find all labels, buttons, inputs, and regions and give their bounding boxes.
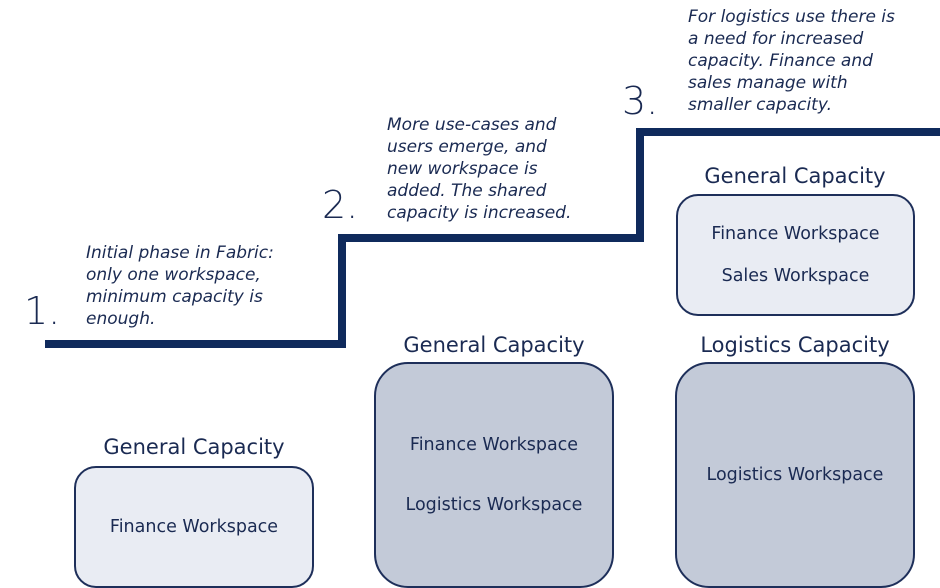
workspace-label: Finance Workspace — [409, 435, 579, 455]
step-3-note-line: For logistics use there is — [688, 7, 895, 27]
step-1-note-line: Initial phase in Fabric: — [86, 243, 274, 263]
capacity-box-general-2: Finance Workspace Logistics Workspace — [374, 362, 614, 588]
capacity-box-general-1: Finance Workspace — [74, 466, 314, 588]
capacity-title: General Capacity — [704, 164, 886, 188]
step-2-note-line: More use-cases and — [387, 115, 557, 135]
workspace-label: Logistics Workspace — [706, 465, 884, 485]
step-3-note-line: smaller capacity. — [688, 95, 832, 115]
step-number-2: 2. — [322, 183, 359, 227]
capacity-title: General Capacity — [103, 435, 285, 459]
step-1-note: Initial phase in Fabric: only one worksp… — [86, 242, 274, 330]
step-2-note-line: capacity is increased. — [387, 203, 572, 223]
capacity-title: General Capacity — [403, 333, 585, 357]
workspace-label: Finance Workspace — [711, 224, 880, 244]
step-3-note-line: capacity. Finance and — [688, 51, 873, 71]
capacity-title: Logistics Capacity — [700, 333, 890, 357]
step-3-note: For logistics use there is a need for in… — [688, 6, 895, 116]
step-1-note-line: enough. — [86, 309, 156, 329]
step-number-3: 3. — [622, 79, 659, 123]
workspace-label: Logistics Workspace — [405, 495, 583, 515]
capacity-box-logistics: Logistics Workspace — [675, 362, 915, 588]
step-3-note-line: sales manage with — [688, 73, 848, 93]
workspace-label: Sales Workspace — [721, 266, 870, 286]
step-2-note-line: added. The shared — [387, 181, 547, 201]
step-1-note-line: minimum capacity is — [86, 287, 263, 307]
step-2-note: More use-cases and users emerge, and new… — [387, 114, 571, 224]
step-3-note-line: a need for increased — [688, 29, 864, 49]
staircase-path — [45, 128, 940, 348]
capacity-box-general-3: Finance Workspace Sales Workspace — [676, 194, 915, 316]
step-2-note-line: new workspace is — [387, 159, 538, 179]
step-2-note-line: users emerge, and — [387, 137, 547, 157]
workspace-label: Finance Workspace — [109, 517, 279, 537]
step-number-1: 1. — [24, 289, 61, 333]
step-1-note-line: only one workspace, — [86, 265, 261, 285]
